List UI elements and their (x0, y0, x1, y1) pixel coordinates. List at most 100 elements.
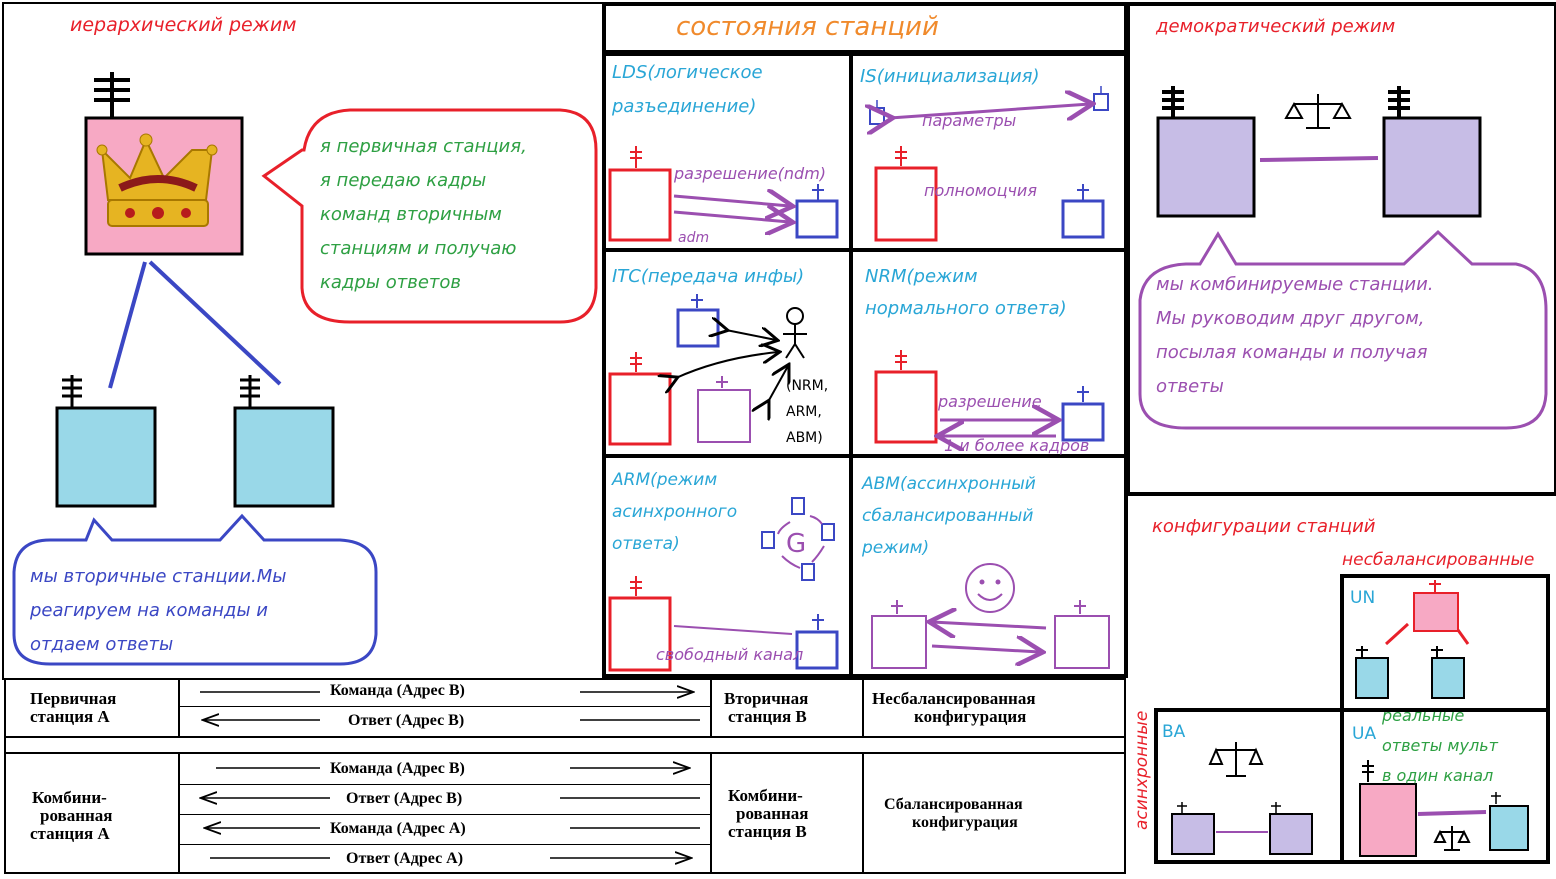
ua-box (1340, 708, 1550, 864)
table-col-3b (862, 754, 864, 874)
primary-speech-bubble (261, 108, 598, 324)
arm-title-3: ответа) (612, 534, 680, 554)
demo-bubble-line-2: Мы руководим друг другом, (1156, 308, 1425, 329)
lds-title-1: LDS(логическое (612, 62, 763, 83)
abm-diagram (871, 563, 1110, 669)
itc-title: ITC(передача инфы) (612, 266, 805, 287)
crown-icon (96, 133, 218, 227)
unbalanced-conf-1: Несбалансированная (872, 689, 1036, 708)
secondary-b-1: Вторичная (724, 689, 809, 708)
lds-title-2: разъединение) (612, 96, 757, 117)
row-cmd-a: Команда (Адрес А) (330, 820, 466, 837)
primary-bubble-line-1: я первичная станция, (320, 136, 527, 157)
is-arrow-label-1: параметры (922, 111, 1017, 130)
primary-a-2: станция А (30, 707, 110, 726)
primary-bubble-line-2: я передаю кадры (320, 170, 487, 191)
table-row-b2 (178, 814, 710, 815)
config-async-label: асинхронные (1132, 710, 1152, 830)
combined-b-2: рованная (736, 804, 809, 823)
table-col-1 (178, 678, 180, 738)
balanced-conf-1: Сбалансированная (884, 796, 1023, 813)
itc-note-2: ARM, (786, 404, 822, 420)
grid-hline-1 (602, 248, 1128, 252)
abm-title-2: сбалансированный (862, 506, 1034, 526)
lds-arrow-label-2: adm (678, 230, 710, 246)
hier-title: иерархический режим (70, 14, 297, 36)
combined-a-2: рованная (40, 806, 113, 825)
grid-vline (849, 52, 853, 678)
combined-a-1: Комбини- (32, 788, 107, 807)
table-row-mid (178, 706, 710, 707)
nrm-arrow-label-2: 1 и более кадров (944, 436, 1090, 455)
table-row-b1 (178, 784, 710, 785)
ua-note-2: ответы мульт (1382, 736, 1498, 755)
demo-bubble-line-3: посылая команды и получая (1156, 342, 1428, 363)
table-col-2 (710, 678, 712, 738)
nrm-arrow-label-1: разрешение (938, 392, 1042, 411)
arm-title-2: асинхронного (612, 502, 738, 522)
resp-b-label: Ответ (Адрес В) (348, 712, 465, 729)
itc-note-1: (NRM, (786, 378, 829, 394)
row-resp-b: Ответ (Адрес В) (346, 790, 463, 807)
config-title: конфигурации станций (1152, 516, 1376, 537)
primary-bubble-line-5: кадры ответов (320, 272, 461, 293)
nrm-diagram (874, 350, 1105, 442)
is-arrow-label-2: полномоцчия (924, 181, 1037, 200)
combined-station-1 (1156, 116, 1256, 218)
combined-station-2 (1382, 116, 1482, 218)
lds-arrow-label-1: разрешение(ndm) (674, 164, 827, 183)
table-row-b3 (178, 844, 710, 845)
demo-bubble-line-4: ответы (1156, 376, 1224, 397)
table-divider-top (4, 736, 1126, 738)
secondary-station-1 (55, 406, 157, 508)
row-cmd-b: Команда (Адрес В) (330, 760, 465, 777)
ua-note-3: в один канал (1382, 766, 1494, 785)
table-arrows-svg (0, 670, 700, 870)
ua-label: UA (1352, 724, 1377, 744)
itc-diagram (608, 294, 807, 446)
states-svg: G (608, 86, 1110, 672)
abm-title-3: режим) (862, 538, 930, 558)
ba-label: BA (1162, 722, 1186, 742)
demo-title: демократический режим (1156, 16, 1396, 37)
table-col-3 (862, 678, 864, 738)
primary-bubble-line-3: команд вторичным (320, 204, 502, 225)
is-title: IS(инициализация) (860, 66, 1040, 87)
arm-arrow-label: свободный канал (656, 645, 804, 664)
table-divider-bottom (4, 752, 1126, 754)
secondary-bubble-line-3: отдаем ответы (30, 634, 174, 655)
config-unbalanced-label: несбалансированные (1342, 550, 1535, 570)
config-svg (1171, 580, 1529, 857)
lds-diagram (608, 146, 839, 242)
arm-diagram: G (608, 497, 839, 672)
secondary-bubble-line-2: реагируем на команды и (30, 600, 268, 621)
ua-note-1: реальные (1382, 706, 1465, 725)
svg-text:G: G (786, 529, 806, 559)
table-col-2b (710, 754, 712, 874)
grid-hline-2 (602, 454, 1128, 458)
cmd-b-label: Команда (Адрес В) (330, 682, 465, 699)
nrm-title-2: нормального ответа) (865, 298, 1067, 319)
demo-bubble-line-1: мы комбинируемые станции. (1156, 274, 1434, 295)
primary-bubble-line-4: станциям и получаю (320, 238, 517, 259)
primary-a-1: Первичная (30, 689, 117, 708)
hier-svg (12, 72, 598, 666)
row-resp-a: Ответ (Адрес А) (346, 850, 464, 867)
demo-svg (1138, 86, 1548, 430)
combined-a-3: станция А (30, 824, 110, 843)
secondary-bubble-line-1: мы вторичные станции.Мы (30, 566, 287, 587)
arm-title-1: ARM(режим (612, 470, 718, 490)
secondary-station-2 (233, 406, 335, 508)
is-diagram (870, 86, 1109, 242)
unbalanced-conf-2: конфигурация (914, 707, 1027, 726)
secondary-speech-bubble (12, 513, 378, 666)
itc-note-3: ABM) (786, 430, 823, 446)
democratic-panel (1126, 2, 1556, 496)
un-label: UN (1350, 588, 1376, 608)
config-table (4, 678, 1126, 874)
combined-speech-bubble (1138, 229, 1548, 430)
scales-icon (1284, 94, 1352, 129)
abm-title-1: ABM(ассинхронный (862, 474, 1036, 494)
balanced-conf-2: конфигурация (912, 814, 1018, 831)
states-title: состояния станций (676, 12, 939, 42)
